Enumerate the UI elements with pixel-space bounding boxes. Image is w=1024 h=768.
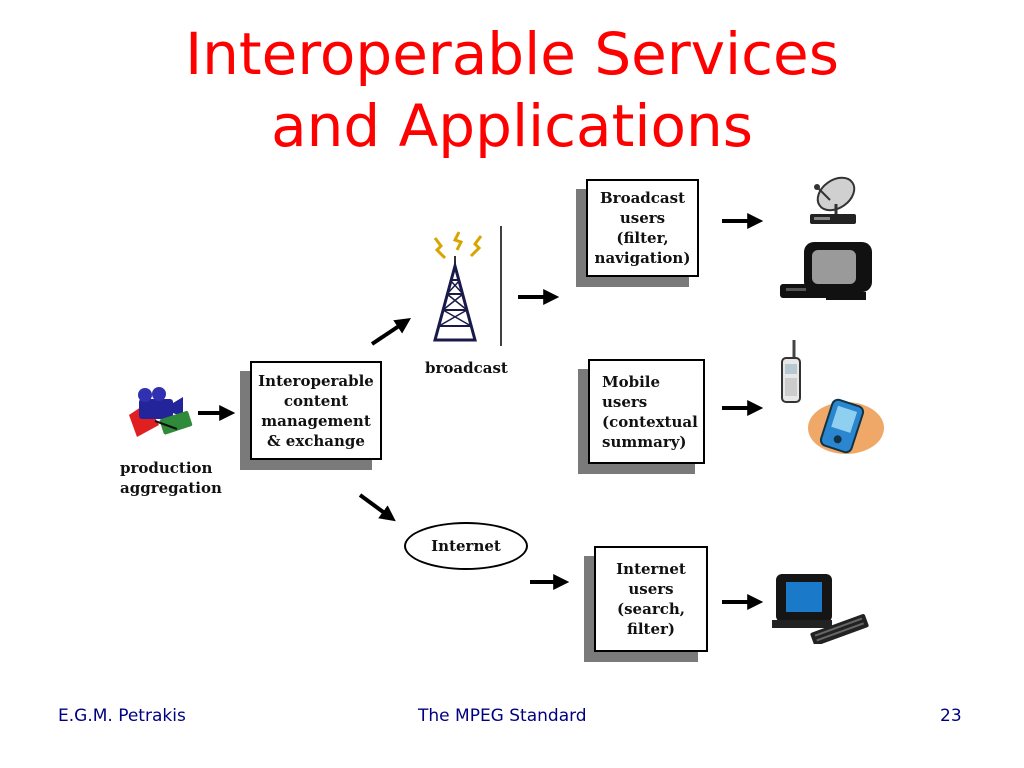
internet-users-line-2: users [628,580,674,598]
production-label-line-1: production [120,459,213,477]
footer-author: E.G.M. Petrakis [58,706,186,726]
internet-users-line-1: Internet [616,560,686,578]
internet-label: Internet [431,537,501,555]
content-box-line-1: Interoperable [258,371,374,390]
broadcast-users-line-3: (filter, [616,229,669,247]
broadcast-users-line-4: navigation) [594,249,691,267]
slide-title: Interoperable Services and Applications [0,18,1024,162]
mobile-users-box: Mobile users (contextual summary) [588,359,705,464]
broadcast-users-box: Broadcast users (filter, navigation) [586,179,699,277]
internet-users-box: Internet users (search, filter) [594,546,708,652]
content-box-line-4: & exchange [267,431,365,450]
broadcast-users-line-1: Broadcast [599,189,686,207]
internet-users-line-3: (search, [617,600,685,618]
broadcast-users-line-2: users [619,209,666,227]
broadcast-label: broadcast [425,359,508,377]
production-label-line-2: aggregation [120,479,222,497]
satellite-dish-icon [810,176,856,224]
television-icon [780,242,872,300]
footer-topic: The MPEG Standard [418,706,587,726]
footer-page-number: 23 [940,706,962,726]
slide-title-line-2: and Applications [271,92,753,160]
internet-users-line-4: filter) [626,620,676,638]
mobile-phone-icon [781,340,801,403]
content-box-line-3: management [261,411,371,430]
internet-node: Internet [404,522,528,570]
content-management-box: Interoperable content management & excha… [250,361,382,460]
content-box-line-2: content [283,391,349,410]
arrow-content-to-broadcast [370,318,411,346]
slide-title-line-1: Interoperable Services [185,20,839,88]
mobile-users-line-3: (contextual [602,412,698,431]
arrow-content-to-internet [358,493,396,522]
production-aggregation-label: production aggregation [120,458,222,498]
computer-icon [772,574,869,644]
pda-icon [808,398,884,454]
mobile-users-line-1: Mobile [602,372,661,391]
mobile-users-line-2: users [602,392,648,411]
broadcast-tower-icon [433,231,483,342]
mobile-users-line-4: summary) [602,432,687,451]
camera-icon [129,387,193,437]
